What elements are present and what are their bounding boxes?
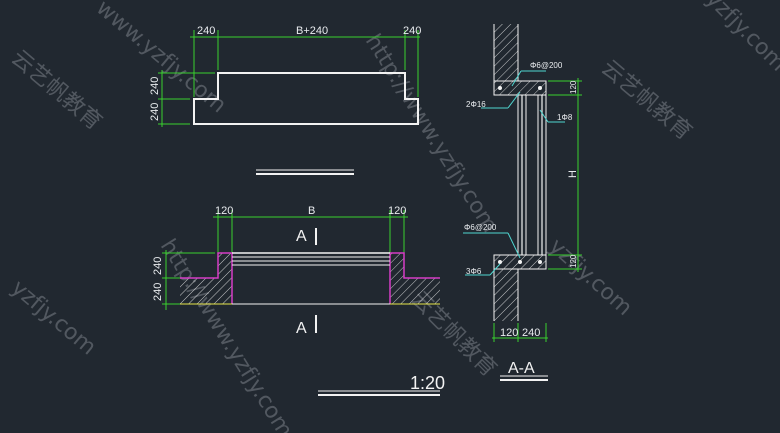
elev-scale: 1:20 (410, 373, 445, 393)
elev-dim-right: 120 (388, 205, 406, 217)
watermark-brand-2: 云艺帆教育 (6, 45, 106, 135)
watermark-url-4: yzfjy.com (544, 234, 637, 321)
watermark-url-1: www.yzfjy.com (91, 0, 231, 118)
section-dim-h: H (567, 170, 579, 178)
elev-cut-label-bottom: A (296, 320, 307, 337)
elevation-view: 120 B 120 240 240 A A 1:20 (152, 205, 445, 396)
section-dim-b1: 120 (500, 327, 518, 339)
elev-dim-v1: 240 (152, 257, 164, 275)
section-lower-wall (494, 269, 518, 321)
section-upper-wall (494, 24, 518, 81)
section-dim-top-120: 120 (569, 80, 578, 94)
plan-beam-outline (193, 72, 419, 125)
section-label-side-bars: 1Φ8 (557, 113, 573, 122)
plan-dim-top: B+240 (296, 25, 328, 37)
plan-view: 240 B+240 240 240 240 (149, 25, 421, 175)
elev-dim-v2: 240 (152, 283, 164, 301)
watermark-url-2: http://www.yzfjy.com (360, 30, 502, 237)
watermark-url-5: yzfjy.com (6, 275, 100, 360)
section-label-stirrup-bottom: Φ6@200 (464, 223, 497, 232)
section-dim-bot-120: 120 (569, 254, 578, 268)
section-label-stirrup-top: Φ6@200 (530, 61, 563, 70)
plan-dim-left: 240 (197, 25, 215, 37)
section-label-bottom-bars: 3Φ6 (466, 267, 482, 276)
section-title: A-A (508, 360, 535, 377)
watermark-brand-1: 云艺帆教育 (596, 55, 696, 145)
section-dim-b2: 240 (522, 327, 540, 339)
watermark-url-6: yzfjy.com (701, 0, 780, 77)
elev-cut-label-top: A (296, 228, 307, 245)
plan-dim-v1: 240 (149, 77, 161, 95)
elev-dim-left: 120 (215, 205, 233, 217)
plan-dim-right: 240 (403, 25, 421, 37)
section-a-a: Φ6@200 2Φ16 1Φ8 Φ6@200 3Φ6 120 H 120 120… (463, 24, 582, 381)
plan-dim-v2: 240 (149, 103, 161, 121)
section-label-top-bars: 2Φ16 (466, 100, 486, 109)
elev-dim-mid: B (308, 205, 315, 217)
